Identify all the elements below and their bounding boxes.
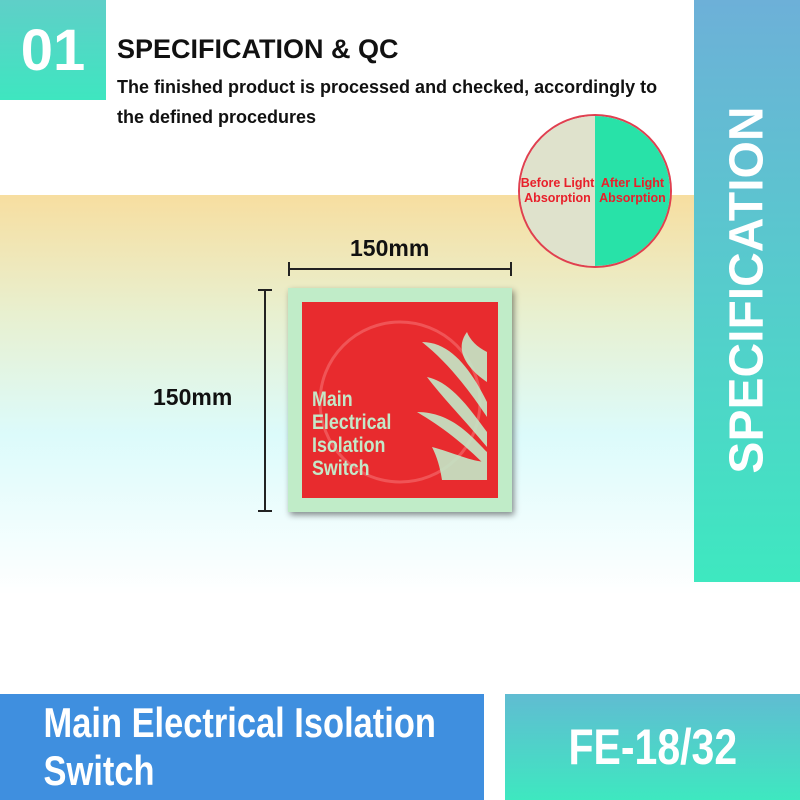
height-dimension-line xyxy=(258,289,272,512)
sidebar-banner: SPECIFICATION xyxy=(694,0,800,582)
width-dimension-label: 150mm xyxy=(350,235,430,261)
section-title: SPECIFICATION & QC xyxy=(117,34,399,64)
product-code: FE-18/32 xyxy=(568,719,737,775)
height-dimension-label: 150mm xyxy=(153,384,233,410)
after-label: After Light Absorption xyxy=(599,176,666,205)
product-name-banner: Main Electrical Isolation Switch xyxy=(0,694,484,800)
section-description: The finished product is processed and ch… xyxy=(117,77,658,127)
sidebar-label: SPECIFICATION xyxy=(720,106,774,474)
section-number: 01 xyxy=(0,0,106,100)
before-label: Before Light Absorption xyxy=(520,176,595,205)
product-code-banner: FE-18/32 xyxy=(505,694,800,800)
product-name: Main Electrical Isolation Switch xyxy=(43,699,436,794)
width-dimension-line xyxy=(288,262,512,276)
light-absorption-comparison: Before Light Absorption After Light Abso… xyxy=(518,114,672,268)
fire-flame-icon xyxy=(318,320,487,484)
